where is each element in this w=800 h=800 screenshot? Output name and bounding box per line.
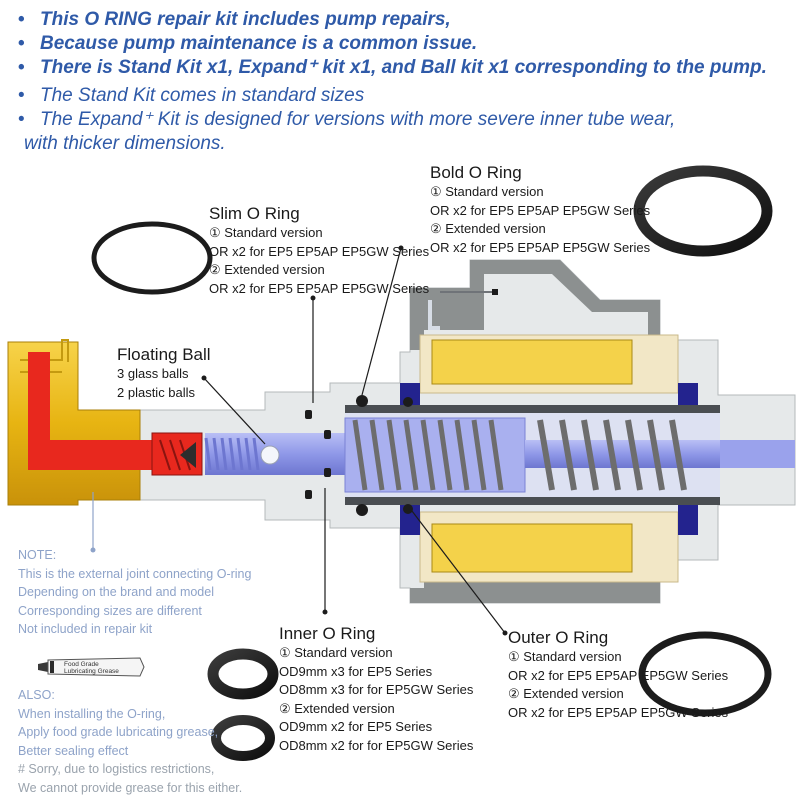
grease-tube-label: Food Grade <box>64 661 99 668</box>
coil-bottom <box>431 523 633 573</box>
also-block: ALSO: When installing the O-ring, Apply … <box>18 688 243 795</box>
spring-left <box>352 419 504 491</box>
intro-line: •Because pump maintenance is a common is… <box>18 33 478 54</box>
inner-o-ring-title: Inner O Ring <box>279 624 376 643</box>
bold-o-ring-title: Bold O Ring <box>430 163 522 182</box>
spring-right <box>537 419 687 491</box>
intro-line-continuation: with thicker dimensions. <box>24 133 226 154</box>
grease-tube-icon: Food Grade Lubricating Grease <box>38 657 145 677</box>
slim-o-ring-label: Slim O Ring ① Standard version OR x2 for… <box>209 204 430 296</box>
slim-o-ring-icon <box>91 221 213 295</box>
floating-ball-label: Floating Ball 3 glass balls 2 plastic ba… <box>117 345 211 400</box>
bold-o-ring-icon <box>633 165 773 257</box>
grease-tube-label: Lubricating Grease <box>64 668 119 675</box>
floating-ball-icon <box>260 445 280 465</box>
intro-line: •This O RING repair kit includes pump re… <box>18 9 451 30</box>
intro-line: •The Stand Kit comes in standard sizes <box>18 85 365 106</box>
leader-lines <box>203 247 506 634</box>
bold-o-ring-label: Bold O Ring ① Standard version OR x2 for… <box>430 163 651 255</box>
slim-o-ring-title: Slim O Ring <box>209 204 300 223</box>
inner-o-ring-large-icon <box>207 648 279 700</box>
intro-line: •There is Stand Kit x1, Expand⁺ kit x1, … <box>18 57 767 78</box>
intro-line: •The Expand⁺ Kit is designed for version… <box>18 109 676 130</box>
note-block: NOTE: This is the external joint connect… <box>18 548 252 636</box>
coil-top <box>431 339 633 385</box>
outer-o-ring-label: Outer O Ring ① Standard version OR x2 fo… <box>508 628 729 720</box>
inner-o-ring-label: Inner O Ring ① Standard version OD9mm x3… <box>279 624 474 753</box>
outer-o-ring-icon <box>638 631 772 717</box>
intro-bullet-list: •This O RING repair kit includes pump re… <box>18 8 798 156</box>
outer-o-ring-title: Outer O Ring <box>508 628 609 647</box>
inner-o-ring-small-icon <box>211 715 275 761</box>
inlet-spring <box>204 437 260 471</box>
floating-ball-title: Floating Ball <box>117 345 211 364</box>
brass-elbow-fitting <box>7 339 203 506</box>
